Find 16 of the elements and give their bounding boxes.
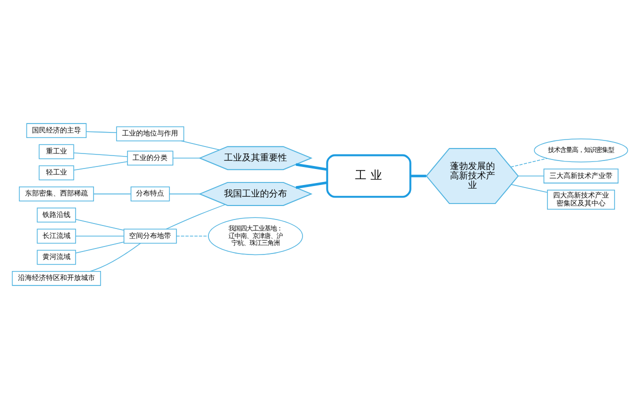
- connector: [510, 158, 548, 168]
- connector: [296, 163, 328, 171]
- connector: [73, 161, 128, 171]
- connector: [75, 218, 124, 231]
- connector: [296, 181, 328, 189]
- connector: [75, 242, 124, 254]
- connector: [90, 242, 141, 272]
- connector: [410, 174, 426, 178]
- connector: [180, 140, 220, 150]
- connector: [73, 152, 128, 157]
- connector: [511, 184, 548, 193]
- node-box: 工 业: [326, 154, 412, 198]
- connector: [176, 236, 209, 237]
- connector: [75, 236, 124, 237]
- connector: [86, 131, 117, 134]
- connector: [166, 204, 226, 230]
